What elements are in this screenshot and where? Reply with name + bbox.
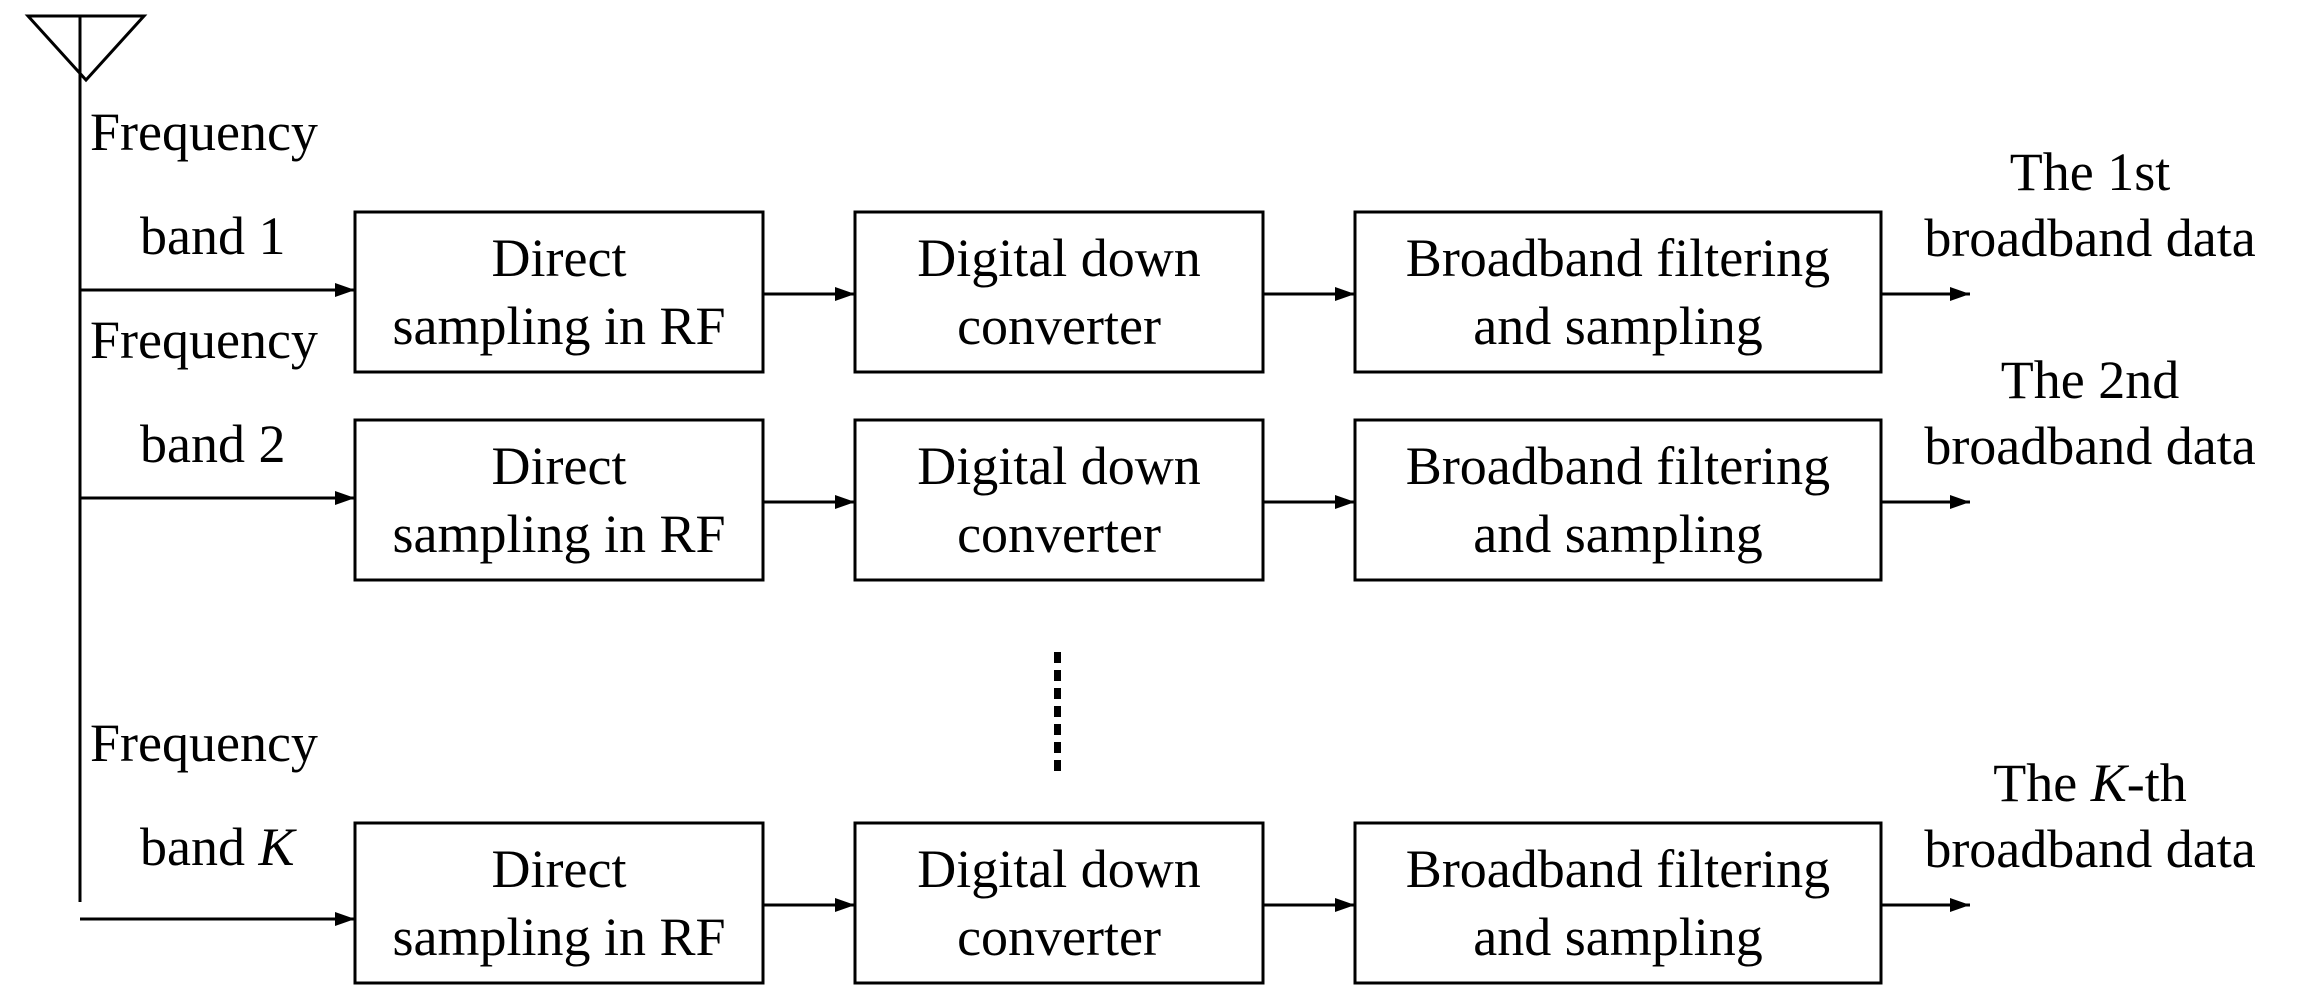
output-label-line1: The 1st [2010,142,2170,202]
process-block-3 [1353,821,1883,985]
rows-group: Frequency band 1 Direct sampling in RF Digit… [80,102,2256,985]
block-label-line2: and sampling [1473,296,1762,356]
process-block-3 [1353,418,1883,582]
block-label-line2: sampling in RF [392,907,725,967]
block-label-line1: Digital down [917,839,1200,899]
antenna-icon [24,14,148,83]
band-label-line1: Frequency [90,310,318,370]
block-label-line2: converter [957,504,1161,564]
block-label-line2: and sampling [1473,504,1762,564]
block-label-line2: converter [957,296,1161,356]
vertical-dots-icon [1054,652,1061,771]
block-label-line2: sampling in RF [392,296,725,356]
diagram-row-2: Frequency band 2 Direct sampling in RF Digit… [80,310,2256,582]
block-label-line1: Broadband filtering [1406,228,1830,288]
block-label-line1: Direct [492,228,627,288]
process-block-2 [853,210,1265,374]
block-label-line2: converter [957,907,1161,967]
band-label-line2: band 2 [140,414,285,474]
diagram-row-1: Frequency band 1 Direct sampling in RF Digit… [80,102,2256,374]
block-label-line1: Broadband filtering [1406,436,1830,496]
process-block-3 [1353,210,1883,374]
block-label-line1: Broadband filtering [1406,839,1830,899]
block-label-line2: and sampling [1473,907,1762,967]
block-label-line1: Direct [492,436,627,496]
output-label-line1: The 2nd [2001,350,2179,410]
band-label-line2: band 1 [140,206,285,266]
diagram-row-3: Frequency band K Direct sampling in RF Digit… [80,713,2256,985]
output-label-line2: broadband data [1924,208,2255,268]
process-block-2 [853,821,1265,985]
band-label-line2: band K [140,817,297,877]
block-label-line1: Digital down [917,436,1200,496]
block-label-line2: sampling in RF [392,504,725,564]
process-block-1 [353,821,765,985]
process-block-2 [853,418,1265,582]
band-label-line1: Frequency [90,102,318,162]
process-block-1 [353,210,765,374]
block-label-line1: Digital down [917,228,1200,288]
process-block-1 [353,418,765,582]
band-label-line1: Frequency [90,713,318,773]
output-label-line2: broadband data [1924,416,2255,476]
block-label-line1: Direct [492,839,627,899]
output-label-line2: broadband data [1924,819,2255,879]
output-label-line1: The K-th [1993,753,2186,813]
